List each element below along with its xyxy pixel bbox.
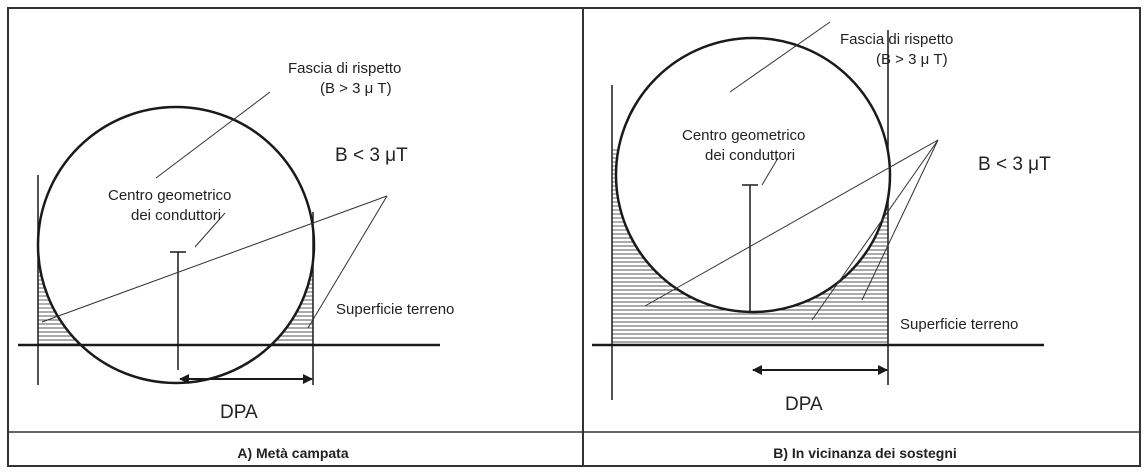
- panel-a-field-leader-2: [307, 195, 388, 329]
- panel-b-field-leader-2: [811, 139, 939, 321]
- panel-b: Fascia di rispetto (B > 3 μ T) Centro ge…: [592, 21, 1051, 461]
- panel-a-center-leader: [194, 212, 226, 248]
- panel-b-field-leader-3: [861, 139, 939, 301]
- panel-b-field-leader-1: [644, 139, 939, 307]
- panel-a-center-label-2: dei conduttori: [131, 207, 221, 224]
- panel-b-band-leader: [729, 21, 831, 93]
- panel-a-band-label-2: (B > 3 μ T): [320, 80, 392, 97]
- panel-a-caption: A) Metà campata: [237, 445, 348, 461]
- panel-b-hatch: [612, 149, 888, 343]
- panel-a-dpa-label: DPA: [220, 402, 258, 423]
- panel-a-field-leader-1: [41, 195, 388, 323]
- figure-frame: [7, 7, 1141, 467]
- panel-a-hatch-right: [272, 271, 313, 345]
- panel-b-band-label-1: Fascia di rispetto: [840, 31, 953, 48]
- panel-b-center-label-2: dei conduttori: [705, 147, 795, 164]
- panel-a-band-label-1: Fascia di rispetto: [288, 60, 401, 77]
- panel-b-respect-circle: [614, 36, 892, 314]
- panel-a-respect-circle: [36, 105, 316, 385]
- panel-a: Fascia di rispetto (B > 3 μ T) Centro ge…: [18, 60, 454, 461]
- panel-b-dpa-label: DPA: [785, 394, 823, 415]
- panel-a-center-label-1: Centro geometrico: [108, 187, 231, 204]
- panel-b-center-leader: [761, 157, 779, 186]
- panel-b-band-label-2: (B > 3 μ T): [876, 51, 948, 68]
- panel-a-field-label: B < 3 μT: [335, 145, 408, 166]
- panel-a-band-leader: [155, 91, 271, 179]
- panel-b-ground-label: Superficie terreno: [900, 316, 1018, 333]
- panel-b-center-label-1: Centro geometrico: [682, 127, 805, 144]
- panel-a-hatch-left: [38, 267, 80, 345]
- panel-b-caption: B) In vicinanza dei sostegni: [773, 445, 957, 461]
- panel-a-ground-label: Superficie terreno: [336, 301, 454, 318]
- panel-b-field-label: B < 3 μT: [978, 154, 1051, 175]
